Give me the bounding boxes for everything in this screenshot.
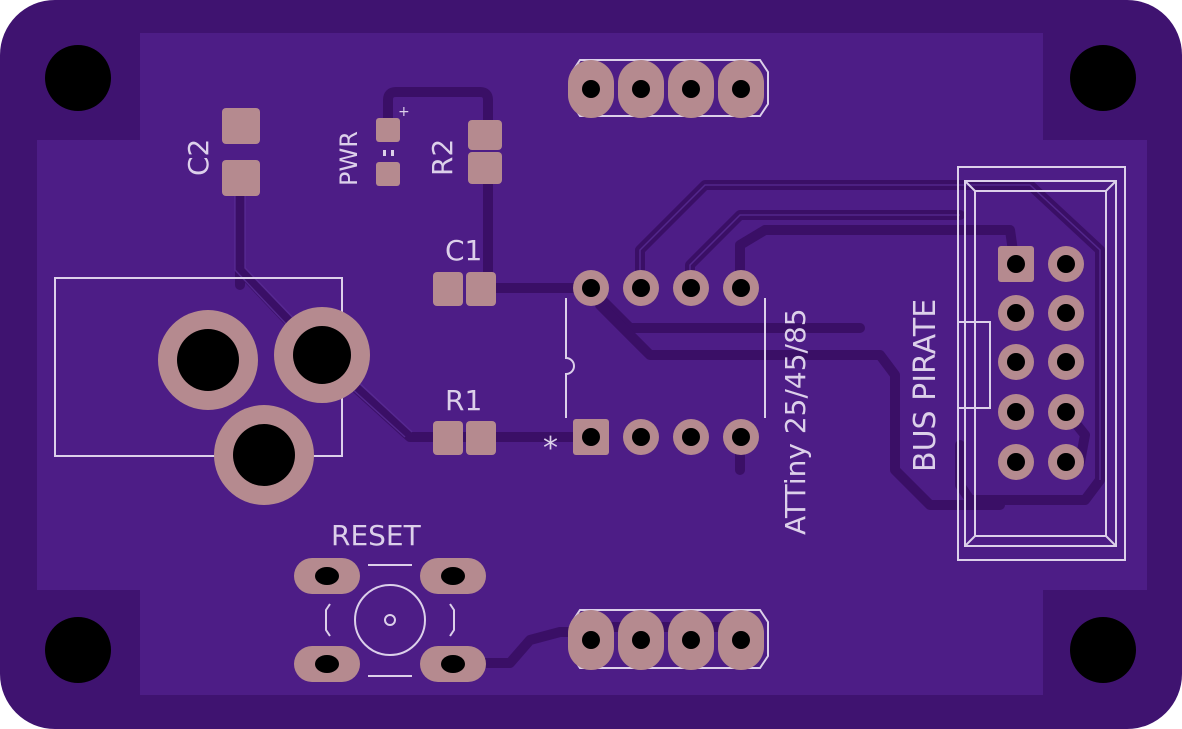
- bus-pirate-pins: [998, 246, 1084, 480]
- label-c2: C2: [182, 139, 215, 176]
- bus-pirate-connector: [957, 166, 1126, 561]
- mounting-hole-bottom-left: [45, 617, 111, 683]
- mounting-hole-bottom-right: [1070, 617, 1136, 683]
- header-bottom: [568, 609, 769, 670]
- capacitor-c2: [222, 108, 260, 196]
- header-top: [568, 59, 769, 118]
- mounting-holes: [45, 45, 1136, 683]
- label-reset: RESET: [331, 519, 422, 552]
- label-pin1-marker: *: [543, 431, 558, 466]
- reset-button: [294, 558, 486, 682]
- capacitor-c1: [433, 272, 496, 306]
- label-pwr: PWR: [335, 131, 363, 186]
- led-pwr: [376, 118, 400, 186]
- label-c1: C1: [445, 234, 482, 267]
- ic-attiny: [565, 270, 766, 455]
- label-r2: R2: [426, 139, 459, 176]
- label-r1: R1: [445, 384, 482, 417]
- resistor-r1: [433, 421, 496, 455]
- label-pwr-plus: +: [398, 104, 410, 120]
- mounting-hole-top-left: [45, 45, 111, 111]
- mounting-hole-top-right: [1070, 45, 1136, 111]
- power-jack: [54, 277, 370, 505]
- label-bus-pirate: BUS PIRATE: [908, 299, 943, 472]
- copper-pour: [37, 33, 1147, 695]
- label-attiny: ATTiny 25/45/85: [779, 308, 812, 535]
- resistor-r2: [468, 120, 502, 184]
